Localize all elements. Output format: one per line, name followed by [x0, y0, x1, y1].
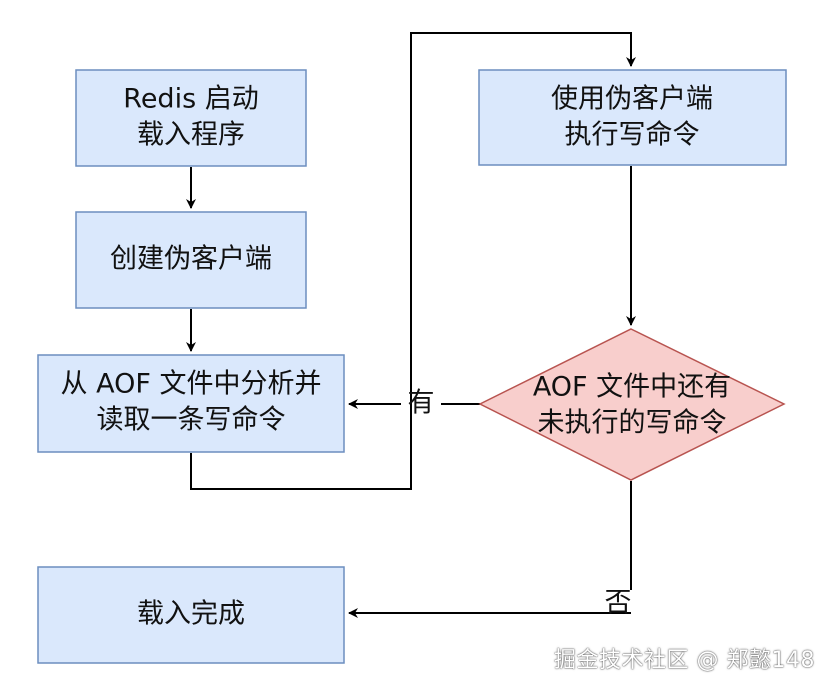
node-create-client: 创建伪客户端 [75, 211, 307, 309]
node-create-client-box [75, 211, 307, 309]
edge-read-to-execute [190, 32, 636, 490]
node-done-box [37, 566, 345, 664]
watermark: 掘金技术社区 @ 郑懿148 [554, 648, 815, 673]
node-decision-label-line1: AOF 文件中还有 [533, 372, 731, 403]
node-execute-label-line1: 使用伪客户端 [551, 84, 713, 115]
connectors [186, 32, 636, 613]
node-read-command: 从 AOF 文件中分析并 读取一条写命令 [37, 354, 345, 453]
node-start-label-line1: Redis 启动 [123, 84, 258, 115]
node-done-label: 载入完成 [137, 599, 245, 630]
node-decision: AOF 文件中还有 未执行的写命令 [478, 328, 786, 481]
edge-label-no: 否 [605, 588, 632, 619]
node-execute: 使用伪客户端 执行写命令 [478, 69, 787, 166]
node-start-label-line2: 载入程序 [137, 120, 245, 151]
node-read-command-label-line2: 读取一条写命令 [97, 405, 286, 436]
edge-label-yes: 有 [408, 388, 435, 419]
node-create-client-label: 创建伪客户端 [110, 244, 272, 275]
node-decision-label-line2: 未执行的写命令 [538, 408, 727, 439]
node-read-command-label-line1: 从 AOF 文件中分析并 [61, 369, 322, 400]
node-decision-diamond [478, 328, 786, 481]
edge-decision-no [349, 481, 632, 613]
node-execute-box [478, 69, 787, 166]
node-start: Redis 启动 载入程序 [75, 69, 307, 167]
node-start-box [75, 69, 307, 167]
node-done: 载入完成 [37, 566, 345, 664]
node-execute-label-line2: 执行写命令 [565, 120, 700, 151]
node-read-command-box [37, 354, 345, 453]
